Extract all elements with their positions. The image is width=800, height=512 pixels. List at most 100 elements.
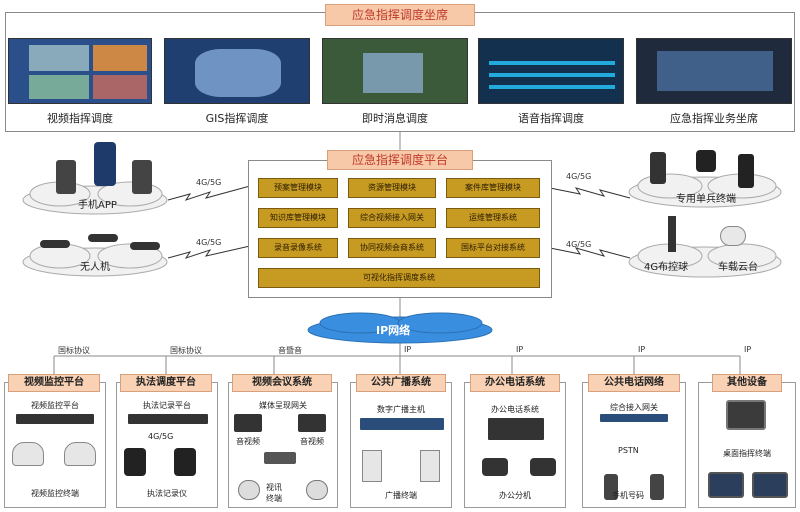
video-terminal-label: 视频监控终端 (31, 489, 79, 498)
screen-label-video: 视频指挥调度 (47, 112, 113, 125)
system-title-conf: 视频会议系统 (232, 374, 332, 392)
cloud-label-drone: 无人机 (80, 262, 110, 273)
ip-network-label: IP网络 (376, 324, 411, 337)
system-title-pstn: 公共电话网络 (588, 374, 680, 392)
module-gb-platform: 国标平台对接系统 (446, 238, 540, 258)
bus-label-broadcast: IP (404, 345, 412, 354)
broadcast-host-label: 数字广播主机 (377, 405, 425, 414)
system-title-law: 执法调度平台 (120, 374, 212, 392)
system-title-video: 视频监控平台 (8, 374, 100, 392)
cloud-label-app: 手机APP (78, 200, 117, 211)
drone-icon-2 (88, 234, 118, 242)
drone-icon-3 (130, 242, 160, 250)
screen-label-im: 即时消息调度 (362, 112, 428, 125)
speaker-icon-2 (420, 450, 440, 482)
phone-icon-2 (132, 160, 152, 194)
dome-camera-icon (12, 442, 44, 466)
conference-mcu-icon (264, 452, 296, 464)
dispatch-seat-title: 应急指挥调度坐席 (325, 4, 475, 26)
system-title-office: 办公电话系统 (470, 374, 560, 392)
voice-dispatch-screenshot (478, 38, 624, 104)
module-resource: 资源管理模块 (348, 178, 436, 198)
module-video-consult: 协同视频会商系统 (348, 238, 436, 258)
video-platform-label: 视频监控平台 (31, 401, 79, 410)
bus-label-office: IP (516, 345, 524, 354)
desk-phone-icon-2 (530, 458, 556, 476)
conf-gateway-label: 媒体呈现网关 (259, 401, 307, 410)
nvr-device-icon (16, 414, 94, 424)
link-label-terminal: 4G/5G (566, 172, 592, 181)
system-box-pstn (582, 382, 686, 508)
conf-terminal-label-1: 视讯 (266, 483, 282, 492)
mobile-phone-icon-2 (650, 474, 664, 500)
pstn-label: PSTN (618, 446, 639, 455)
cloud-label-ptz-ball: 4G布控球 (644, 262, 689, 273)
media-gateway-icon-2 (298, 414, 326, 432)
bodycam-icon (696, 150, 716, 172)
ptz-camera-icon (720, 226, 746, 246)
pstn-gateway-icon (600, 414, 668, 422)
module-visual-dispatch: 可视化指挥调度系统 (258, 268, 540, 288)
office-phone-system-label: 办公电话系统 (491, 405, 539, 414)
wireless-link-terminal (549, 187, 631, 199)
platform-title: 应急指挥调度平台 (327, 150, 473, 170)
system-box-law (116, 382, 218, 508)
cloud-shape-ptz (628, 243, 782, 278)
cloud-label-terminal: 专用单兵终端 (676, 194, 736, 205)
bus-label-pstn: IP (638, 345, 646, 354)
cloud-label-ptz-vehicle: 车载云台 (718, 262, 758, 273)
module-video-gateway: 综合视频接入网关 (348, 208, 436, 228)
system-box-broadcast (350, 382, 452, 508)
video-dispatch-screenshot (8, 38, 152, 104)
wireless-link-app (167, 185, 251, 201)
pbx-device-icon (488, 418, 544, 440)
link-label-app: 4G/5G (196, 178, 222, 187)
handheld-terminal-icon (738, 154, 754, 188)
dome-camera-icon-2 (64, 442, 96, 466)
tablet-terminal-icon-2 (752, 472, 788, 498)
desk-phone-icon (482, 458, 508, 476)
bodycam-recorder-icon (124, 448, 146, 476)
rugged-terminal-icon (650, 152, 666, 184)
gis-dispatch-screenshot (164, 38, 310, 104)
law-platform-label: 执法记录平台 (143, 401, 191, 410)
system-box-office (464, 382, 566, 508)
system-title-broadcast: 公共广播系统 (356, 374, 446, 392)
business-seat-screenshot (636, 38, 792, 104)
speaker-icon (362, 450, 382, 482)
pstn-gateway-label: 综合接入网关 (610, 403, 658, 412)
bus-label-other: IP (744, 345, 752, 354)
office-extension-label: 办公分机 (499, 491, 531, 500)
phone-number-label: 手机号码 (612, 491, 644, 500)
video-terminal-camera-icon-2 (306, 480, 328, 500)
bus-label-video: 国标协议 (58, 346, 90, 355)
link-label-ptz: 4G/5G (566, 240, 592, 249)
mobile-phone-icon (604, 474, 618, 500)
video-terminal-camera-icon (238, 480, 260, 500)
screen-label-voice: 语音指挥调度 (518, 112, 584, 125)
law-recorder-label: 执法记录仪 (147, 489, 187, 498)
media-gateway-icon (234, 414, 262, 432)
law-network-label: 4G/5G (148, 432, 174, 441)
module-case: 案件库管理模块 (446, 178, 540, 198)
bus-label-law: 国标协议 (170, 346, 202, 355)
module-recording: 录音录像系统 (258, 238, 338, 258)
bodycam-recorder-icon-2 (174, 448, 196, 476)
conf-av-label-1: 音视频 (236, 437, 260, 446)
im-dispatch-screenshot (322, 38, 468, 104)
screen-label-gis: GIS指挥调度 (205, 112, 269, 125)
drone-icon (40, 240, 70, 248)
screen-label-business: 应急指挥业务坐席 (670, 112, 758, 125)
broadcast-terminal-label: 广播终端 (385, 491, 417, 500)
module-plan: 预案管理模块 (258, 178, 338, 198)
module-ops: 运维管理系统 (446, 208, 540, 228)
cloud-shape-drone (22, 243, 168, 277)
wireless-link-ptz (549, 247, 631, 259)
conf-av-label-2: 音视频 (300, 437, 324, 446)
phone-app-icon (94, 142, 116, 186)
desktop-command-terminal-icon (726, 400, 766, 430)
module-knowledge: 知识库管理模块 (258, 208, 338, 228)
wireless-link-drone (167, 245, 251, 259)
dome-camera-tripod-icon (668, 216, 676, 252)
broadcast-host-icon (360, 418, 444, 430)
